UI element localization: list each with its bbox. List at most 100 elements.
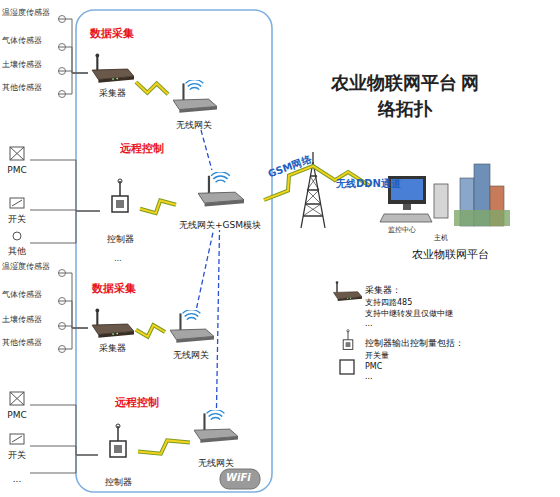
platform-label: 主机	[434, 234, 448, 242]
annotation-text: PMC	[365, 362, 382, 371]
lightning-outline	[136, 82, 168, 94]
platform-label: 农业物联网平台	[412, 249, 489, 262]
switch-symbol	[12, 436, 22, 442]
annotation-text: ...	[365, 372, 373, 381]
dashed-link	[217, 230, 220, 408]
device-label: 无线网关	[170, 458, 262, 468]
platform-label: 监控中心	[388, 226, 416, 234]
sensor-node: 土壤传感器	[2, 315, 58, 337]
annotation-text: 数据采集	[90, 28, 134, 41]
sensor-node: 气体传感器	[2, 290, 58, 312]
device-node: 无线网关	[190, 408, 242, 468]
device-node: 采集器	[88, 48, 136, 98]
sensor-node: 其他传感器	[2, 83, 58, 105]
wire-line	[58, 73, 88, 94]
gateway-icon	[170, 310, 214, 343]
wire-line	[30, 160, 100, 211]
device-label: 开关	[0, 214, 50, 224]
collector-icon	[92, 309, 134, 338]
wireless-connector	[140, 201, 176, 214]
annotation-text: 支持四路485	[365, 298, 412, 307]
wire-connector	[58, 328, 88, 349]
annotation-text: 远程控制	[120, 143, 164, 156]
annotation-text: ...	[365, 319, 373, 328]
monitor-stand	[403, 204, 411, 210]
device-label: 无线网关	[148, 120, 240, 130]
sensor-node: 其他传感器	[2, 338, 58, 360]
wire-connector	[30, 455, 98, 473]
legend-collector-icon	[333, 281, 362, 301]
wire-line	[30, 446, 98, 455]
other-symbol	[13, 232, 21, 240]
switch-symbol	[12, 200, 22, 206]
device-node: 采集器	[88, 303, 136, 353]
device-node: 无线网关+GSM模块	[176, 170, 264, 230]
wire-connector	[58, 301, 88, 328]
annotation-text: 无线DDN通道	[336, 178, 401, 190]
lightning-bolt	[140, 201, 176, 214]
device-label: PMC	[0, 410, 50, 420]
device-label: 采集器	[68, 343, 156, 353]
host-case	[434, 184, 448, 218]
keyboard	[380, 214, 432, 222]
device-node: ...	[4, 462, 30, 484]
gateway-icon	[194, 410, 238, 443]
annotation-text: 支持中继转发且仅做中继	[365, 309, 453, 318]
device-label: 采集器	[68, 88, 156, 98]
legend-text: 采集器：	[365, 285, 401, 295]
wire-line	[30, 211, 100, 243]
pmc-symbol	[10, 392, 24, 405]
gateway-icon	[173, 80, 217, 113]
annotation-text: 数据采集	[92, 283, 136, 296]
wire-connector	[58, 73, 88, 94]
trees	[454, 210, 510, 226]
wire-connector	[58, 19, 88, 73]
wire-line	[58, 301, 88, 328]
switch-symbol	[10, 434, 24, 444]
collector-icon	[92, 54, 134, 83]
device-label: ...	[0, 474, 50, 484]
wire-line	[58, 328, 88, 349]
sensor-label: 其他传感器	[2, 338, 42, 347]
device-label: 无线网关	[145, 350, 237, 360]
diagram-title: 农业物联网平台 网络拓扑	[330, 70, 480, 122]
legend-controller-box	[340, 360, 354, 374]
legend-controller-icon	[343, 330, 353, 350]
device-node: 控制器	[100, 178, 140, 244]
wifi-logo	[220, 469, 260, 489]
dashed-link	[197, 230, 214, 308]
sensor-label: 气体传感器	[2, 36, 42, 45]
device-node: 控制器	[98, 423, 138, 487]
device-label: PMC	[0, 165, 50, 175]
wire-line	[58, 19, 88, 73]
sensor-label: 土壤传感器	[2, 315, 42, 324]
device-node: 开关	[4, 196, 30, 224]
wire-connector	[30, 405, 98, 455]
annotation-text: WiFi	[226, 472, 251, 484]
lightning-outline	[136, 325, 165, 337]
device-node: 无线网关	[165, 308, 217, 360]
wire-connector	[30, 160, 100, 211]
wire-line	[58, 273, 88, 328]
link-connector	[217, 230, 220, 408]
lightning-bolt	[136, 325, 165, 337]
lightning-bolt	[138, 440, 190, 453]
connector-label: GSM网络	[266, 154, 313, 180]
device-node: PMC	[4, 390, 30, 420]
annotation-text: ...	[14, 256, 22, 265]
device-node: 开关	[4, 432, 30, 460]
pmc-symbol	[10, 147, 24, 160]
annotation-text: ...	[114, 254, 122, 263]
platform-node: 监控中心主机农业物联网平台	[370, 160, 520, 265]
controller-icon	[112, 179, 128, 212]
wire-connector	[58, 273, 88, 328]
lightning-outline	[140, 201, 176, 214]
lightning-outline	[138, 440, 190, 453]
link-connector	[201, 130, 212, 170]
controller-icon	[110, 424, 126, 457]
sensor-label: 温湿度传感器	[2, 8, 50, 17]
sensor-label: 其他传感器	[2, 83, 42, 92]
wire-line	[58, 47, 88, 73]
wire-line	[30, 405, 98, 455]
